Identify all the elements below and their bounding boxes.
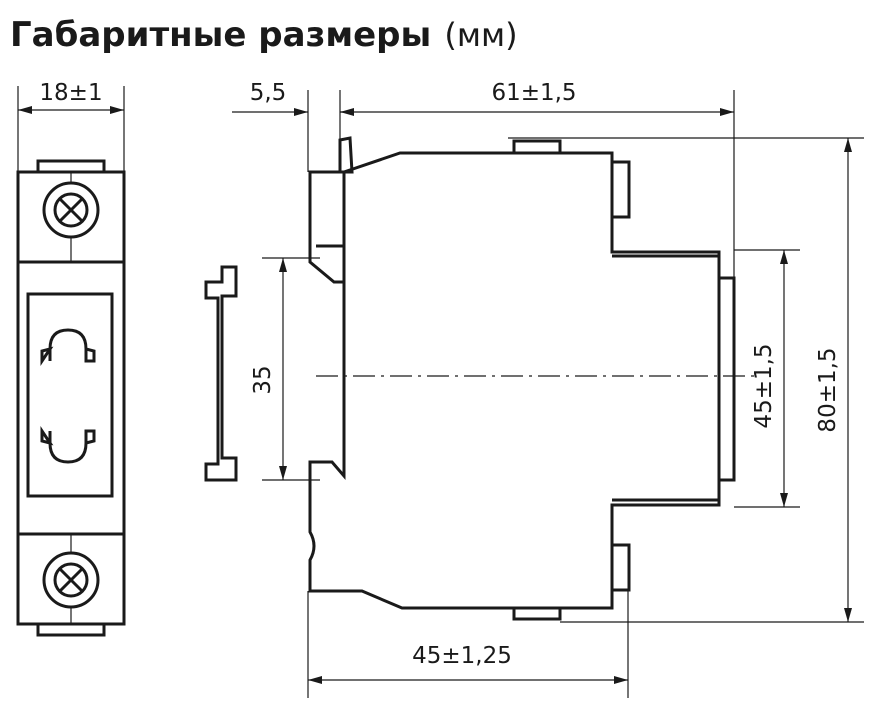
terminal-screw-icon <box>42 534 100 624</box>
dim-body-depth: 45±1,25 <box>412 643 512 669</box>
dim-front-panel-height: 45±1,5 <box>751 343 777 428</box>
button-off-icon <box>40 426 96 464</box>
front-view: 18±1 <box>16 80 126 637</box>
button-on-icon <box>40 328 96 366</box>
dim-rail-height: 35 <box>250 365 276 394</box>
dim-total-height: 80±1,5 <box>815 347 841 432</box>
title-unit: (мм) <box>444 16 517 54</box>
din-rail-profile <box>204 265 238 482</box>
dim-front-width: 18±1 <box>39 80 102 106</box>
side-view <box>308 136 760 621</box>
page-title: Габаритные размеры (мм) <box>10 15 518 55</box>
dim-depth-total: 61±1,5 <box>491 80 576 106</box>
dimension-lines: 5,5 61±1,5 35 45±1,5 80±1,5 45±1,25 <box>232 80 864 698</box>
terminal-screw-icon <box>42 172 100 262</box>
title-main: Габаритные размеры <box>10 15 431 55</box>
dim-clip-offset: 5,5 <box>250 80 287 106</box>
